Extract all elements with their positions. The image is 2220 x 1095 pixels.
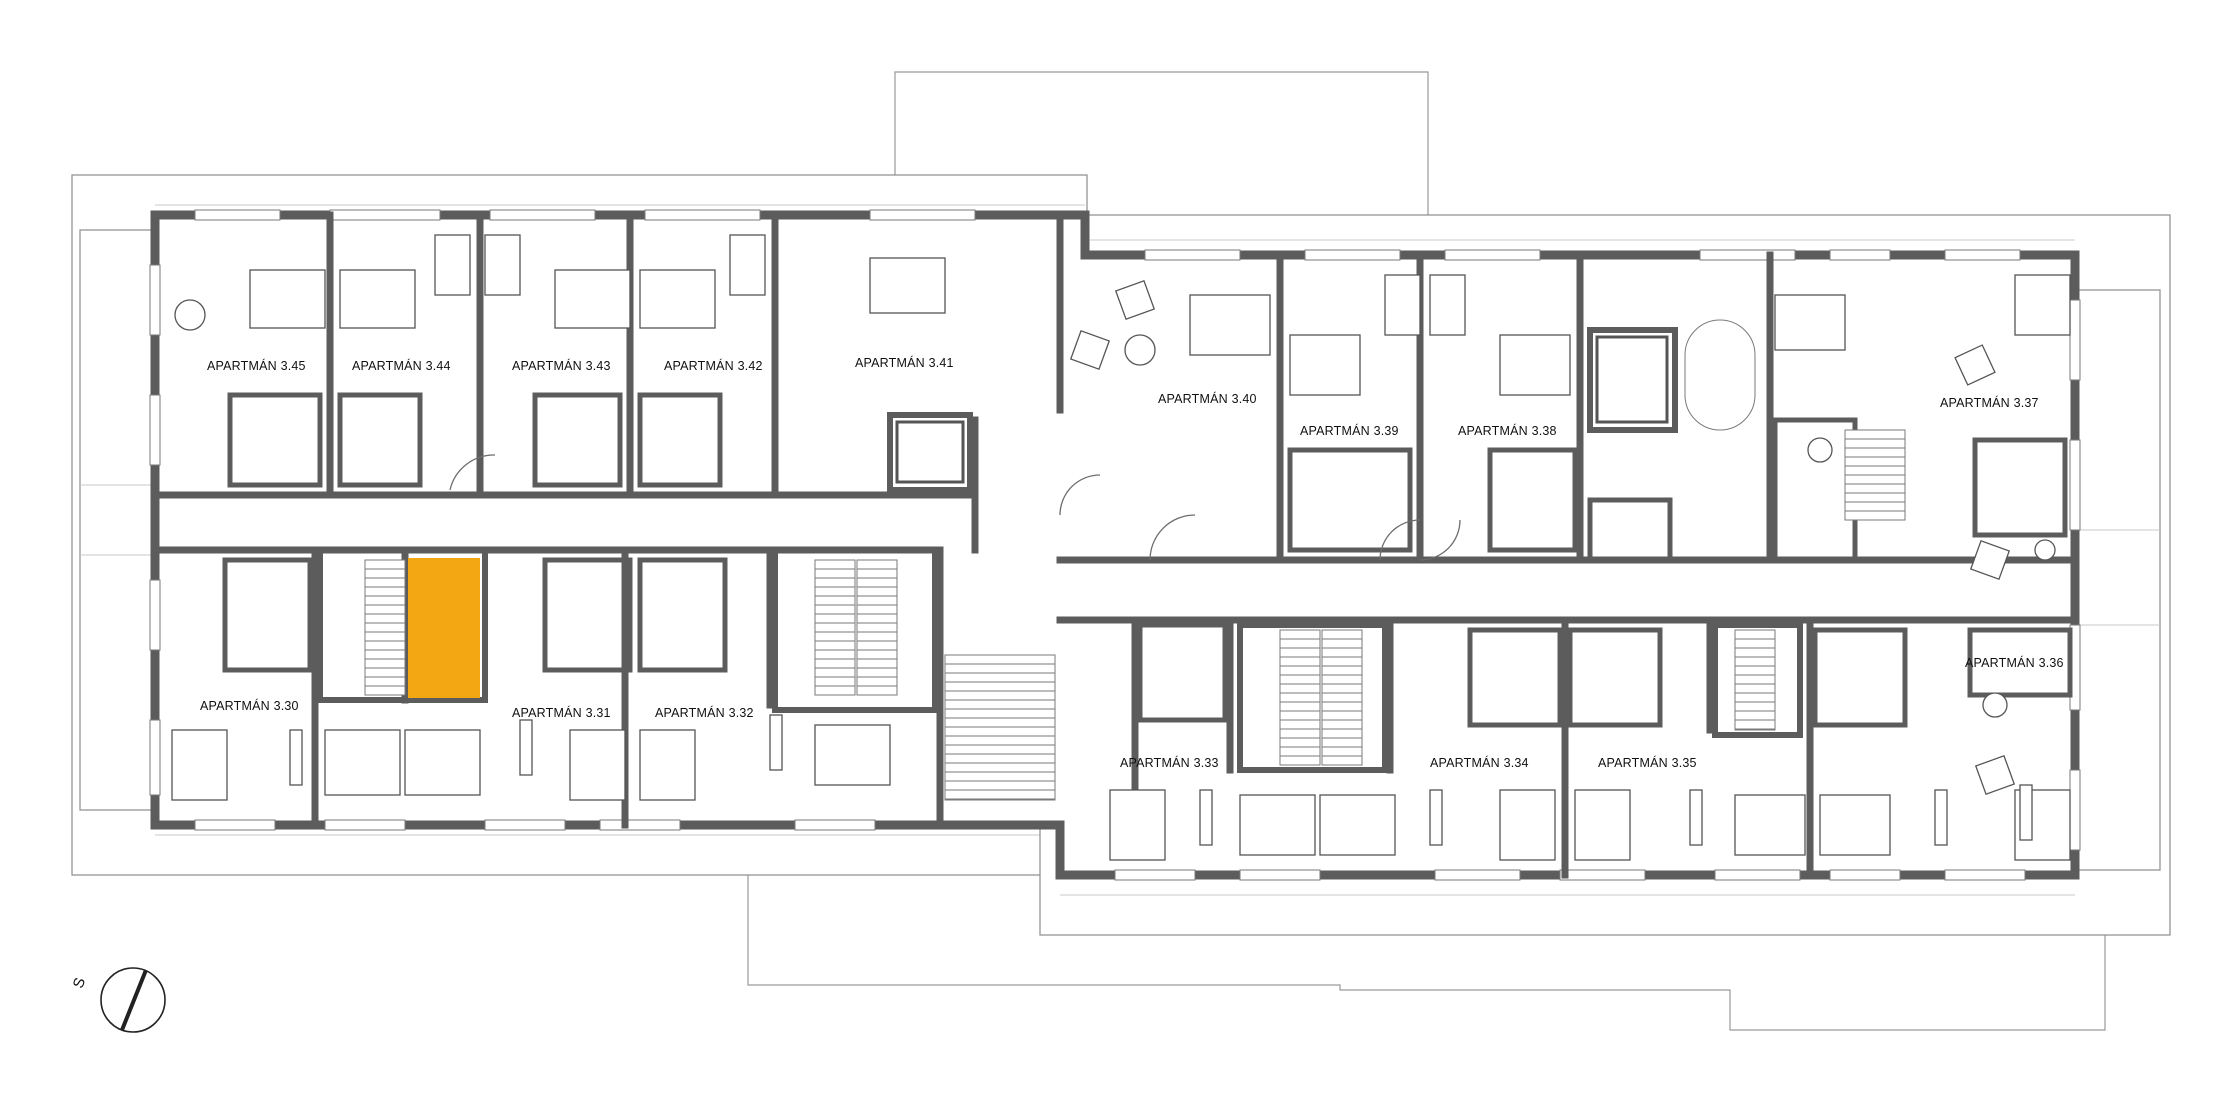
building-interior: [155, 215, 2075, 875]
apartment-label: APARTMÁN 3.43: [512, 358, 611, 373]
apartment-label: APARTMÁN 3.31: [512, 705, 611, 720]
apartment-label: APARTMÁN 3.39: [1300, 423, 1399, 438]
apartment-label: APARTMÁN 3.33: [1120, 755, 1219, 770]
highlighted-stair: [408, 558, 480, 698]
apartment-label: APARTMÁN 3.34: [1430, 755, 1529, 770]
room-labels: APARTMÁN 3.45 APARTMÁN 3.44 APARTMÁN 3.4…: [200, 355, 2064, 770]
apartment-label: APARTMÁN 3.44: [352, 358, 451, 373]
north-arrow-letter: S: [70, 975, 89, 990]
apartment-label: APARTMÁN 3.30: [200, 698, 299, 713]
site-outline: [747, 71, 2106, 1031]
apartment-label: APARTMÁN 3.32: [655, 705, 754, 720]
staircases: [364, 319, 1906, 801]
apartment-label: APARTMÁN 3.38: [1458, 423, 1557, 438]
apartment-label: APARTMÁN 3.37: [1940, 395, 2039, 410]
north-arrow: S: [70, 967, 166, 1033]
apartment-label: APARTMÁN 3.36: [1965, 655, 2064, 670]
interior-walls: [151, 211, 2079, 879]
apartment-label: APARTMÁN 3.42: [664, 358, 763, 373]
apartment-label: APARTMÁN 3.40: [1158, 391, 1257, 406]
apartment-label: APARTMÁN 3.45: [207, 358, 306, 373]
furniture: [171, 234, 2071, 861]
exterior-walls: [149, 209, 2081, 881]
apartment-label: APARTMÁN 3.41: [855, 355, 954, 370]
apartment-label: APARTMÁN 3.35: [1598, 755, 1697, 770]
